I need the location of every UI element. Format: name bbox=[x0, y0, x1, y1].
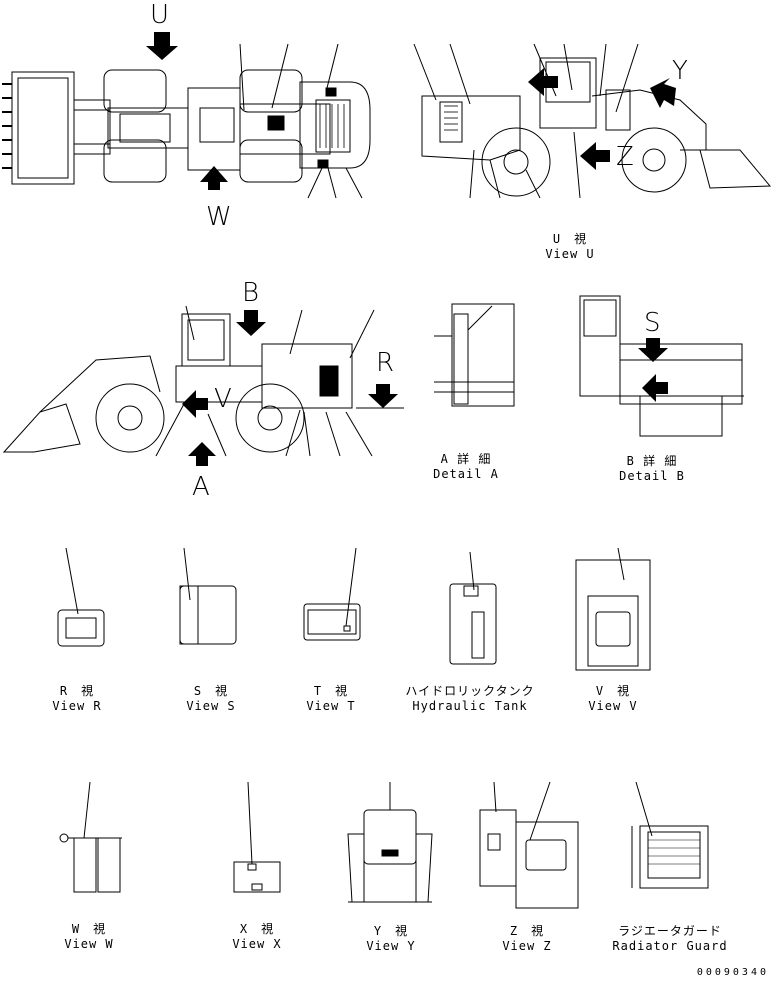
view-z-jp: Z 視 bbox=[509, 924, 545, 938]
view-x-jp: X 視 bbox=[239, 922, 275, 936]
view-z-caption: Z 視 View Z bbox=[492, 924, 562, 954]
side-view-machine bbox=[2, 313, 404, 453]
view-u-en: View U bbox=[545, 247, 595, 261]
detail-b-en: Detail B bbox=[619, 469, 685, 483]
arrow-z-left bbox=[580, 142, 610, 170]
view-y-jp: Y 視 bbox=[373, 924, 409, 938]
arrow-y-down-left bbox=[650, 78, 676, 108]
view-x-en: View X bbox=[232, 937, 282, 951]
arrow-b-down bbox=[236, 310, 266, 336]
view-x-drawing bbox=[233, 781, 281, 893]
view-u-caption: U 視 View U bbox=[538, 232, 602, 262]
view-r-en: View R bbox=[52, 699, 102, 713]
view-v-jp: V 視 bbox=[595, 684, 631, 698]
view-x-caption: X 視 View X bbox=[222, 922, 292, 952]
view-w-en: View W bbox=[64, 937, 114, 951]
view-y-drawing bbox=[347, 782, 433, 903]
detail-a-drawing bbox=[434, 303, 515, 407]
view-r-caption: R 視 View R bbox=[42, 684, 112, 714]
arrow-u-down bbox=[146, 32, 178, 60]
view-z-drawing bbox=[479, 781, 579, 909]
arrow-u-left bbox=[528, 68, 558, 96]
view-r-jp: R 視 bbox=[59, 684, 95, 698]
rear-leader-lines bbox=[413, 43, 639, 199]
detail-a-en: Detail A bbox=[433, 467, 499, 481]
letter-z: Z bbox=[616, 142, 634, 172]
arrow-w-up bbox=[200, 166, 228, 190]
view-w-drawing bbox=[59, 781, 122, 893]
view-r-drawing bbox=[57, 547, 105, 647]
arrow-s-down bbox=[638, 338, 668, 362]
hydraulic-tank-caption: ハイドロリックタンク Hydraulic Tank bbox=[400, 684, 540, 714]
letter-r: R bbox=[376, 348, 395, 378]
view-y-caption: Y 視 View Y bbox=[356, 924, 426, 954]
view-s-caption: S 視 View S bbox=[176, 684, 246, 714]
view-v-drawing bbox=[575, 547, 651, 671]
letter-s: S bbox=[644, 308, 661, 338]
arrow-detail-b-left bbox=[642, 374, 668, 402]
letter-b: B bbox=[242, 278, 260, 308]
view-s-drawing bbox=[179, 547, 237, 645]
arrow-v-left bbox=[182, 390, 208, 418]
detail-a-jp: A 詳 細 bbox=[440, 452, 492, 466]
detail-a-caption: A 詳 細 Detail A bbox=[428, 452, 504, 482]
arrow-a-up bbox=[188, 442, 216, 466]
side-leader-lines bbox=[155, 305, 375, 457]
view-s-en: View S bbox=[186, 699, 236, 713]
radiator-guard-caption: ラジエータガード Radiator Guard bbox=[606, 924, 734, 954]
letter-u-top: U bbox=[150, 0, 170, 30]
view-w-caption: W 視 View W bbox=[54, 922, 124, 952]
view-w-jp: W 視 bbox=[71, 922, 107, 936]
radiator-guard-drawing bbox=[631, 781, 709, 889]
view-s-jp: S 視 bbox=[193, 684, 229, 698]
view-t-caption: T 視 View T bbox=[296, 684, 366, 714]
view-t-en: View T bbox=[306, 699, 356, 713]
detail-b-drawing bbox=[579, 295, 744, 437]
letter-w: W bbox=[206, 202, 232, 232]
drawing-code: 00090340 bbox=[696, 967, 769, 978]
hydraulic-tank-drawing bbox=[449, 551, 497, 665]
view-t-drawing bbox=[303, 547, 361, 641]
plan-leader-lines bbox=[239, 43, 363, 199]
letter-y: Y bbox=[672, 56, 688, 86]
radiator-guard-jp: ラジエータガード bbox=[618, 924, 722, 938]
letter-a: A bbox=[192, 472, 210, 502]
hydraulic-tank-jp: ハイドロリックタンク bbox=[405, 684, 535, 698]
hydraulic-tank-en: Hydraulic Tank bbox=[412, 699, 528, 713]
view-u-jp: U 視 bbox=[552, 232, 588, 246]
view-y-en: View Y bbox=[366, 939, 416, 953]
detail-b-caption: B 詳 細 Detail B bbox=[612, 454, 692, 484]
view-v-caption: V 視 View V bbox=[578, 684, 648, 714]
detail-b-jp: B 詳 細 bbox=[626, 454, 678, 468]
radiator-guard-en: Radiator Guard bbox=[612, 939, 728, 953]
arrow-r-down bbox=[368, 384, 398, 408]
view-z-en: View Z bbox=[502, 939, 552, 953]
rear-view-machine bbox=[421, 57, 772, 197]
view-t-jp: T 視 bbox=[313, 684, 349, 698]
view-v-en: View V bbox=[588, 699, 638, 713]
plan-view-machine bbox=[2, 69, 371, 185]
letter-v: V bbox=[214, 384, 232, 414]
